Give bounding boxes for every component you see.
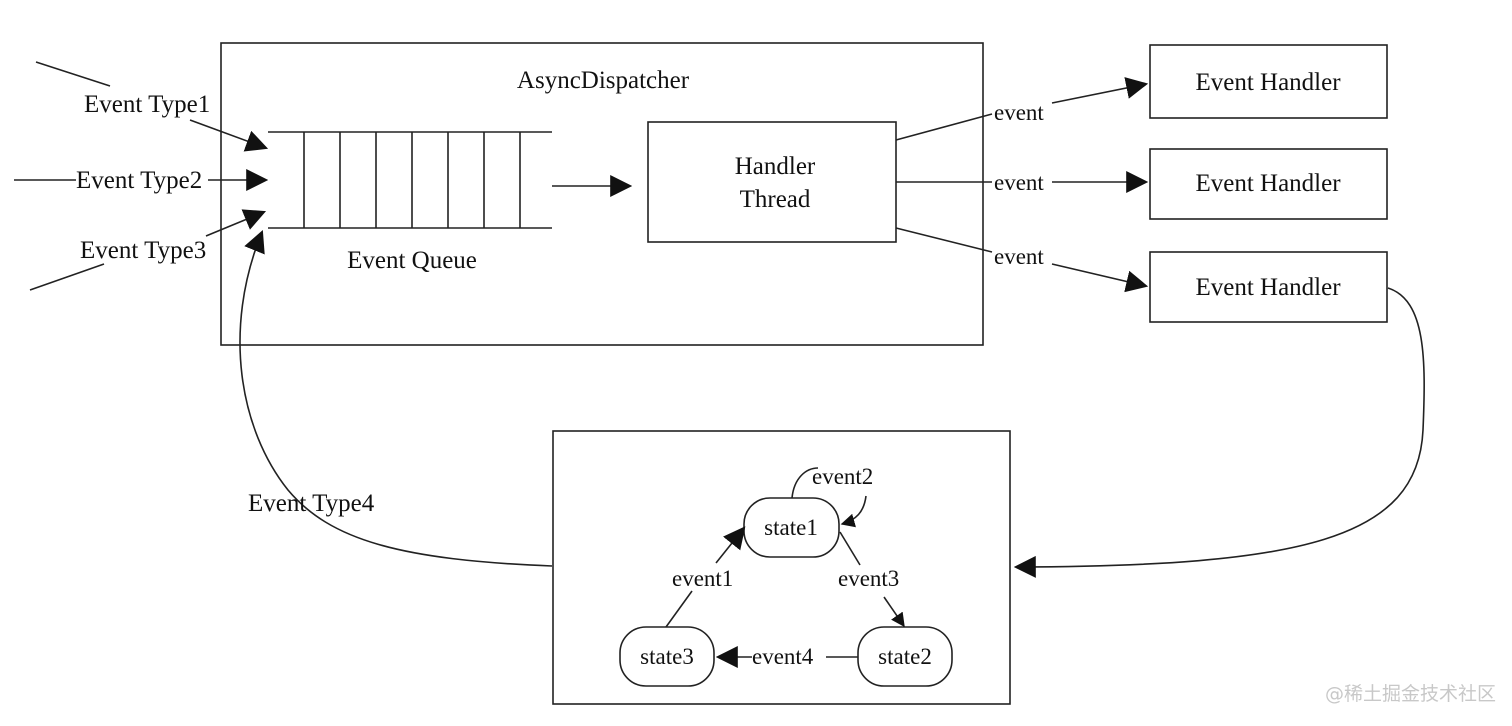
handler2-edge-label: event [994,170,1044,195]
watermark-text: @稀土掘金技术社区 [1325,683,1496,705]
event-handler-box-1 [1149,44,1388,119]
handler3-edge-label: event [994,244,1044,269]
event1-line-a [665,590,693,628]
event-handler-box-2 [1149,148,1388,220]
event2-self-loop-arrow [840,495,867,528]
event-handler-label-1: Event Handler [1195,69,1341,96]
handler1-edge-label: event [994,100,1044,125]
thread-to-handler3-b [1051,263,1149,293]
event-type1-tail [35,61,111,87]
event1-line-b [715,526,746,564]
event-type1-arrow [189,119,269,152]
event1-label: event1 [672,566,733,591]
event-type2-label: Event Type2 [76,167,202,194]
event-queue [268,131,552,229]
handler-to-state-machine-arrow [1013,287,1425,578]
event-handler-label-2: Event Handler [1195,170,1341,197]
event-handler-label-3: Event Handler [1195,274,1341,301]
event-type4-arrow [239,229,553,567]
handler-thread-line1: Handler [735,153,816,180]
state3-node [619,626,715,687]
state1-label: state1 [764,515,818,540]
event-type1-label: Event Type1 [84,91,210,118]
handler-thread-box [647,121,897,243]
thread-to-handler1-b [1051,77,1149,104]
event3-label: event3 [838,566,899,591]
event3-line-a [839,531,861,566]
event4-label: event4 [752,644,814,669]
event3-line-b [883,596,905,628]
event-type4-label: Event Type4 [248,490,375,517]
handler-thread-line2: Thread [740,186,811,213]
thread-to-handler1-a [895,113,993,141]
event-type3-arrow [205,209,267,237]
state3-label: state3 [640,644,694,669]
event-type3-tail [29,263,105,291]
event-queue-label: Event Queue [347,247,477,274]
event2-label: event2 [812,464,873,489]
state2-label: state2 [878,644,932,669]
event-type3-label: Event Type3 [80,237,206,264]
event-handler-box-3 [1149,251,1388,323]
thread-to-handler3-a [895,227,993,253]
event2-self-loop [791,467,819,499]
async-dispatcher-title: AsyncDispatcher [517,67,690,94]
